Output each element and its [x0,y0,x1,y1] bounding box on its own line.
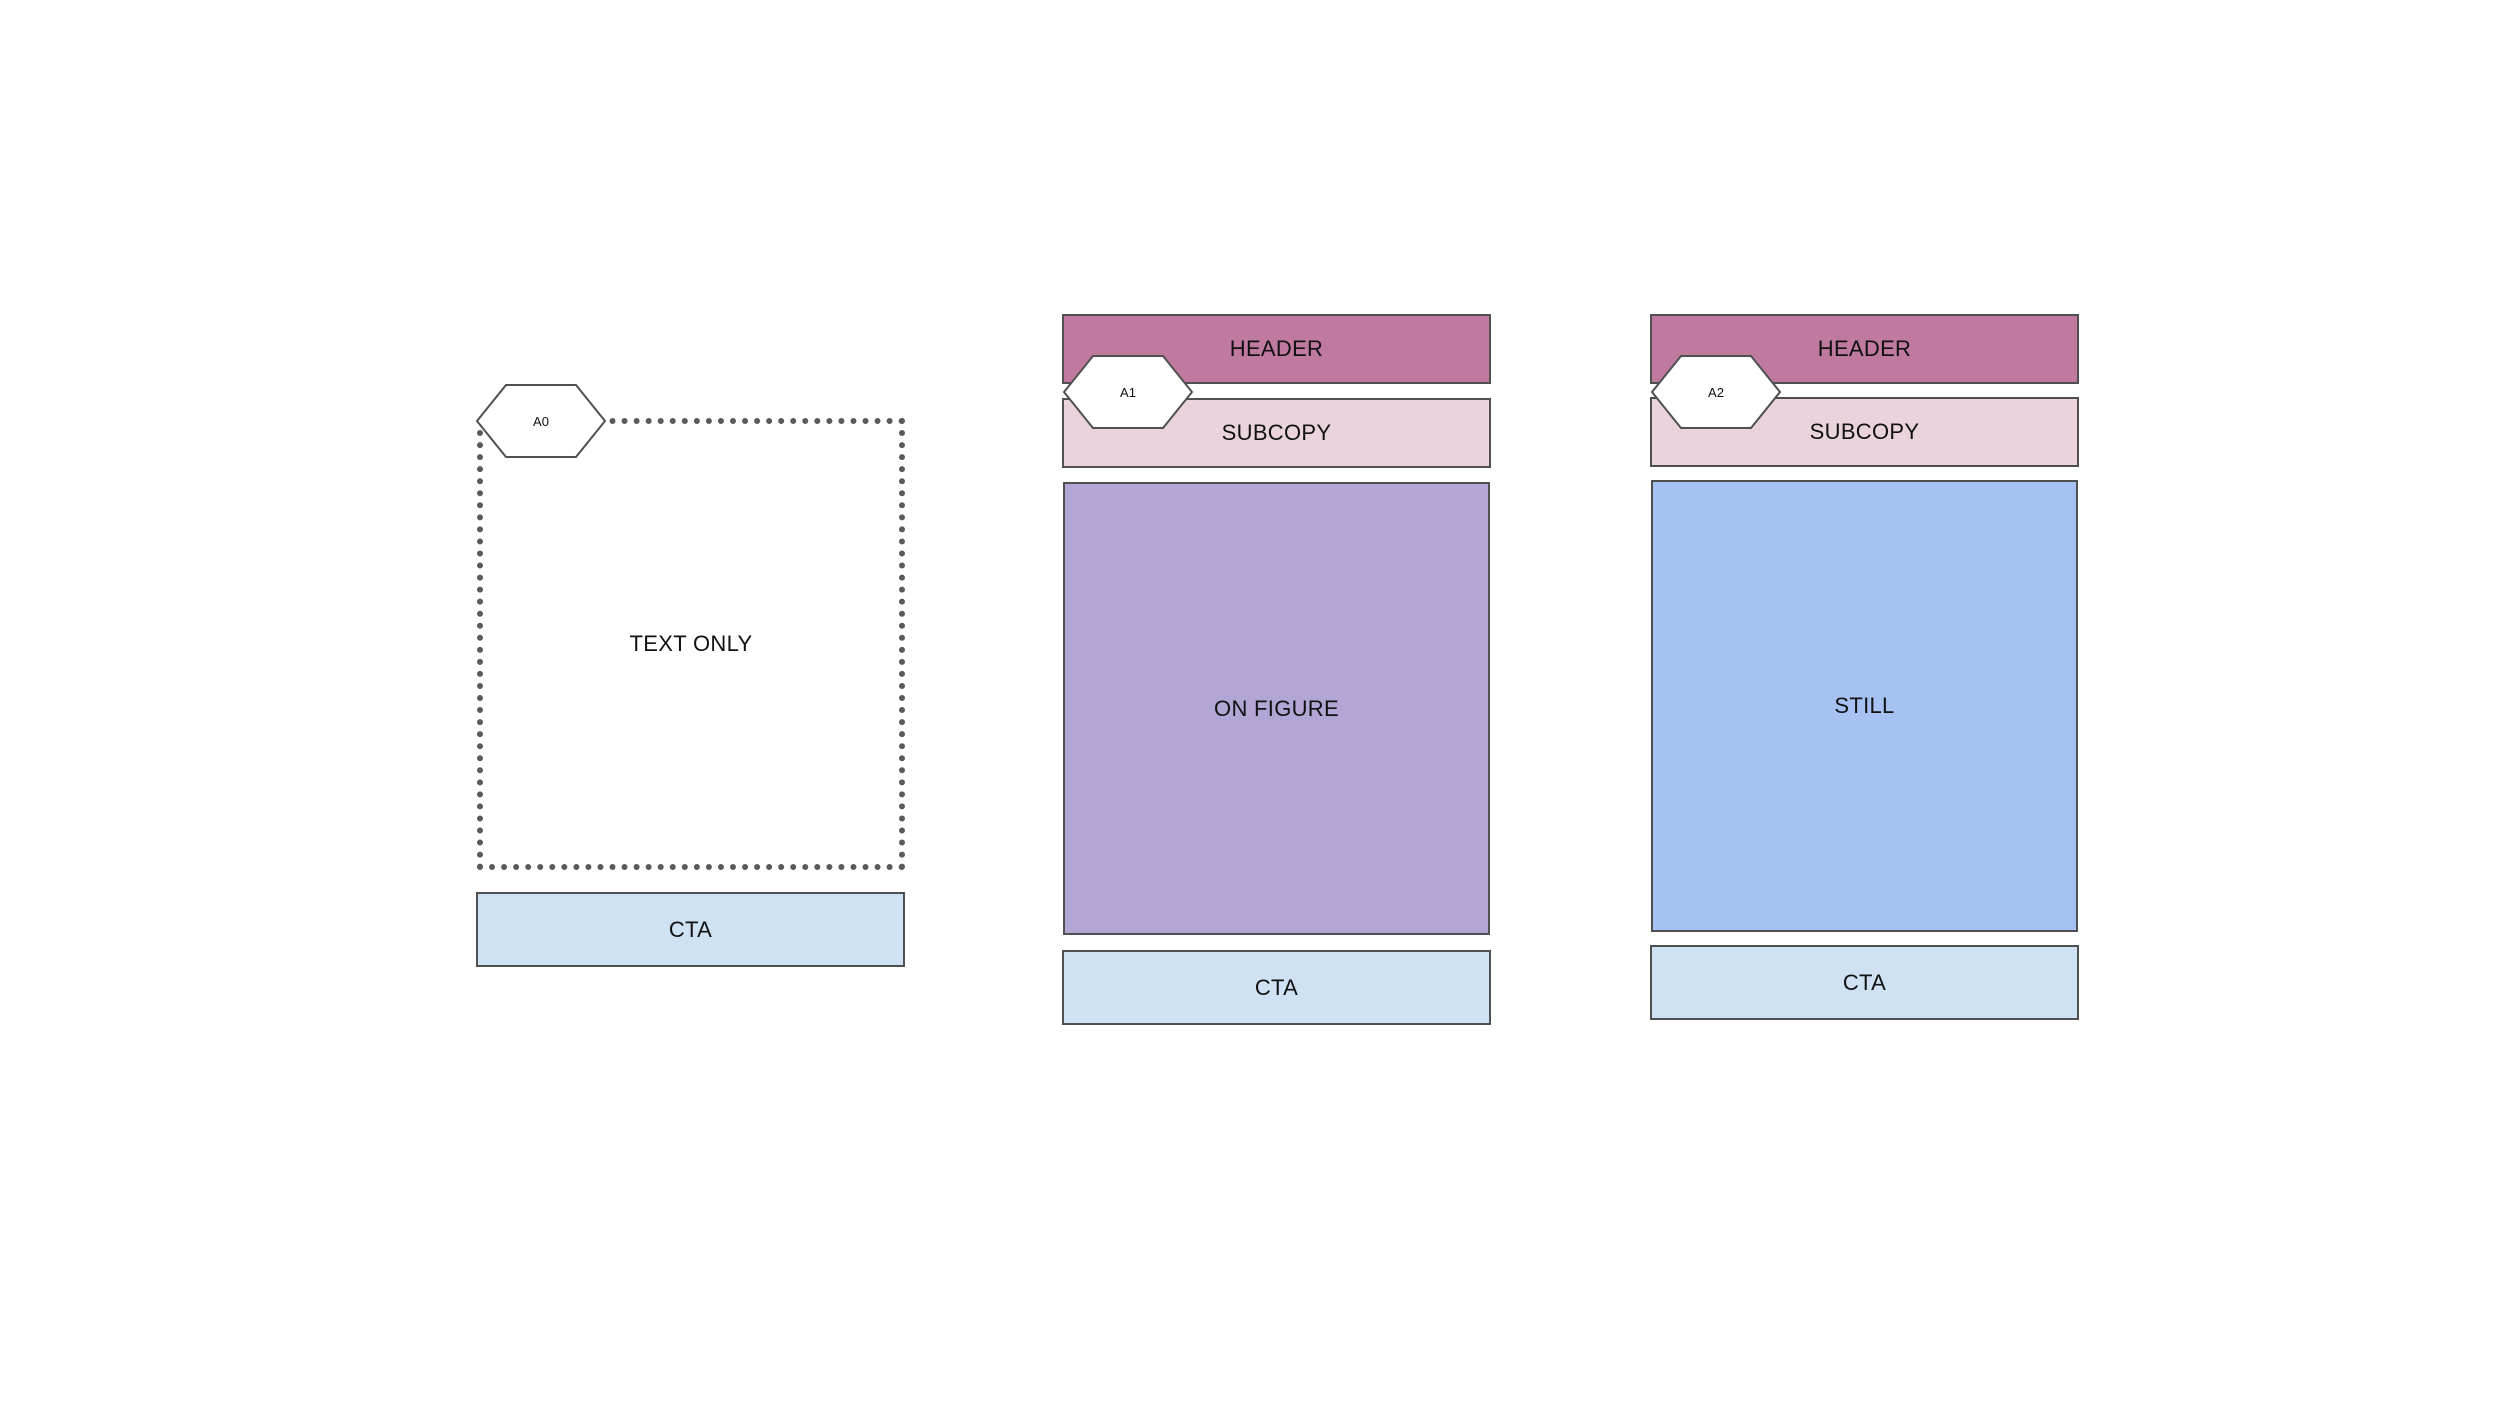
cta-box-a1: CTA [1062,950,1491,1025]
badge-a2-label: A2 [1708,384,1724,400]
hexagon-icon [1062,355,1194,429]
header-label-a2: HEADER [1817,336,1912,361]
subcopy-label-a2: SUBCOPY [1809,419,1920,444]
figure-box-a1: ON FIGURE [1063,482,1490,935]
badge-a0-label: A0 [533,413,549,429]
text-only-label: TEXT ONLY [629,631,753,656]
header-label-a1: HEADER [1229,336,1324,361]
cta-label-a2: CTA [1842,969,1887,995]
text-only-area: TEXT ONLY [477,418,905,870]
cta-box-a2: CTA [1650,945,2079,1020]
subcopy-label-a1: SUBCOPY [1221,420,1332,445]
cta-label-a0: CTA [668,916,713,942]
cta-box-a0: CTA [476,892,905,967]
hexagon-icon [475,384,607,458]
still-box-a2: STILL [1651,480,2078,932]
badge-a0: A0 [475,383,607,459]
figure-label-a1: ON FIGURE [1214,695,1339,721]
badge-a2: A2 [1650,354,1782,430]
badge-a1: A1 [1062,354,1194,430]
hexagon-icon [1650,355,1782,429]
still-label-a2: STILL [1834,693,1895,718]
badge-a1-label: A1 [1120,384,1136,400]
cta-label-a1: CTA [1254,974,1299,1000]
